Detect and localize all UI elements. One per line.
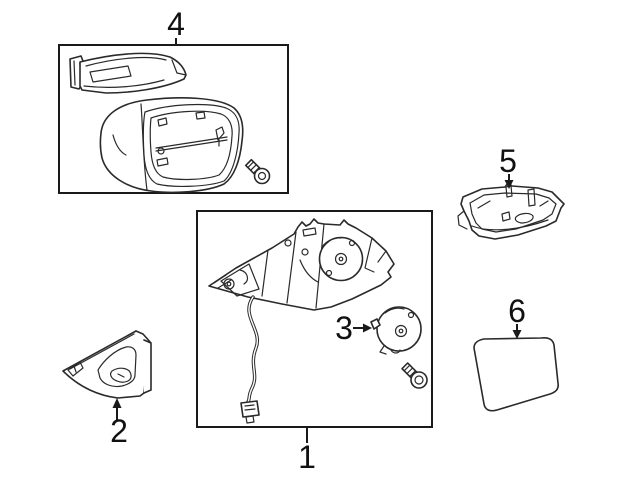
callout-label-6[interactable]: 6 bbox=[508, 293, 526, 329]
callout-label-1[interactable]: 1 bbox=[298, 439, 316, 475]
callout-label-3[interactable]: 3 bbox=[335, 310, 353, 346]
mirror-cover-trim-strip-drawing bbox=[69, 52, 187, 94]
arrowhead-5 bbox=[504, 180, 514, 189]
arrowhead-2 bbox=[112, 398, 122, 408]
mirror-housing-cover-drawing bbox=[99, 97, 244, 194]
callout-group-5: 5 bbox=[457, 143, 565, 240]
callout-label-5[interactable]: 5 bbox=[499, 143, 517, 179]
wire-harness-drawing bbox=[240, 295, 260, 424]
mirror-motor-drawing bbox=[370, 306, 422, 355]
callout-label-2[interactable]: 2 bbox=[110, 413, 128, 449]
screw-icon bbox=[244, 158, 271, 185]
screw-icon bbox=[401, 362, 428, 389]
callout-group-6: 6 bbox=[473, 293, 559, 412]
lower-housing-cover-drawing bbox=[457, 182, 565, 240]
callout-group-2: 2 bbox=[62, 330, 152, 449]
arrowhead-3 bbox=[363, 323, 372, 333]
mirror-glass-drawing bbox=[473, 337, 559, 412]
callout-label-4[interactable]: 4 bbox=[167, 6, 185, 42]
arrowhead-6 bbox=[512, 330, 522, 339]
mirror-assembly-drawing bbox=[208, 218, 395, 311]
callout-group-4: 4 bbox=[58, 6, 289, 194]
inner-mirror-trim-drawing bbox=[62, 330, 152, 399]
callout-group-1: 3 bbox=[196, 210, 433, 443]
